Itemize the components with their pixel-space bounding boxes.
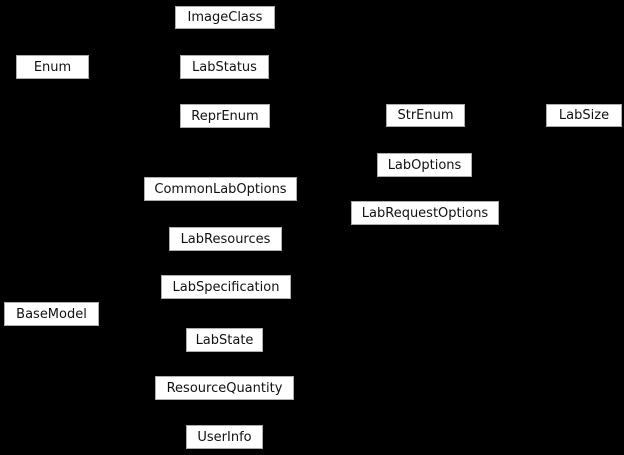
class-node-imageclass[interactable]: ImageClass xyxy=(175,6,275,29)
class-node-basemodel[interactable]: BaseModel xyxy=(4,302,99,326)
class-node-strenum[interactable]: StrEnum xyxy=(386,104,465,127)
class-node-userinfo[interactable]: UserInfo xyxy=(186,425,263,449)
class-node-commonlaboptions[interactable]: CommonLabOptions xyxy=(144,177,297,201)
class-node-labsize[interactable]: LabSize xyxy=(546,104,622,127)
class-node-enum[interactable]: Enum xyxy=(16,55,89,79)
class-node-labspecification[interactable]: LabSpecification xyxy=(161,275,291,299)
class-node-resourcequantity[interactable]: ResourceQuantity xyxy=(155,376,294,400)
class-node-labresources[interactable]: LabResources xyxy=(169,227,282,251)
class-node-laboptions[interactable]: LabOptions xyxy=(377,153,472,177)
class-node-reprenum[interactable]: ReprEnum xyxy=(180,104,270,128)
class-node-labstatus[interactable]: LabStatus xyxy=(180,55,269,79)
class-node-labstate[interactable]: LabState xyxy=(186,328,263,352)
class-node-labrequestoptions[interactable]: LabRequestOptions xyxy=(351,201,499,225)
